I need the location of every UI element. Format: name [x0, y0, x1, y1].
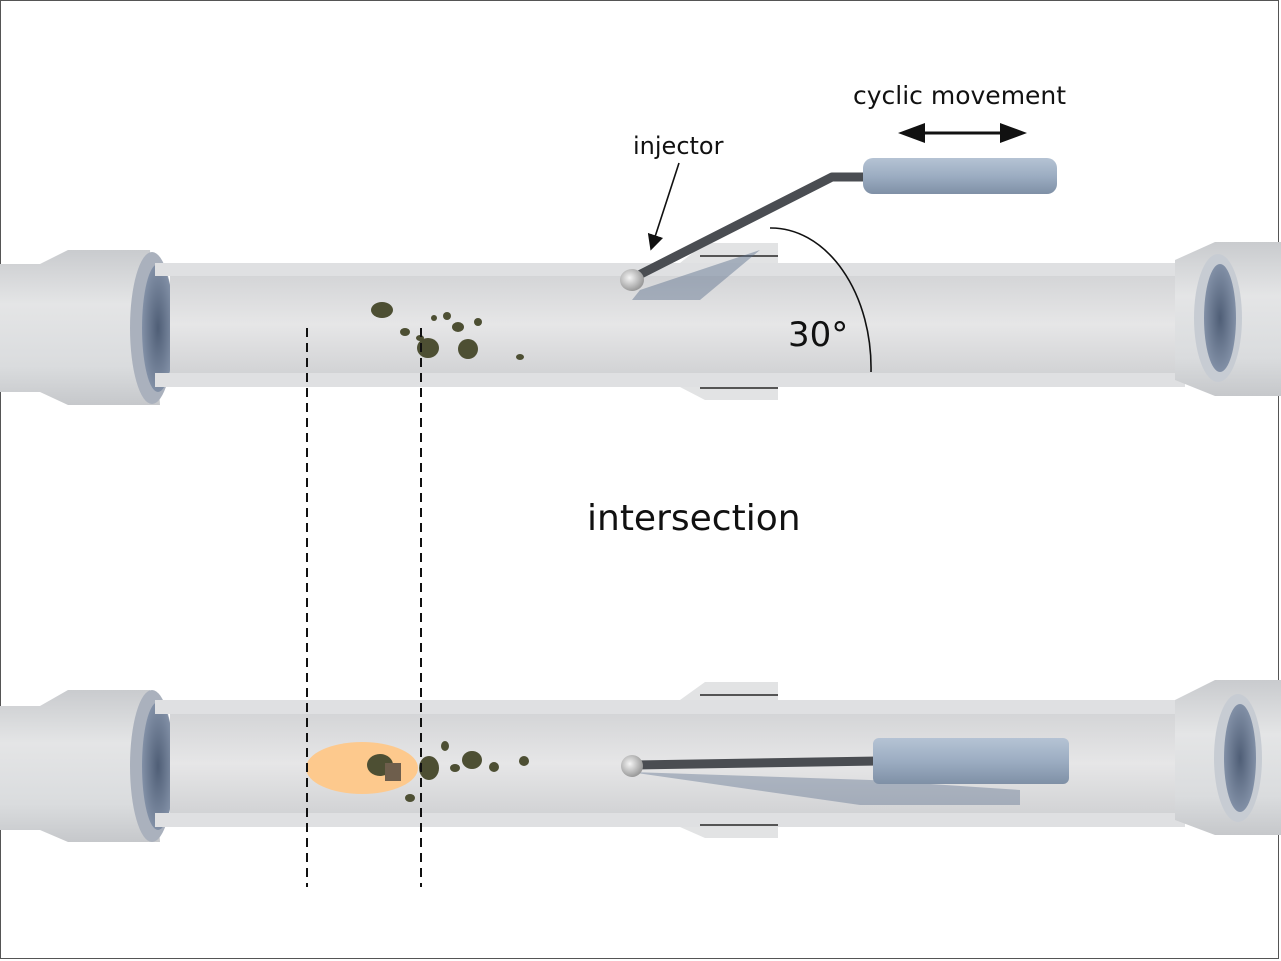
cyclic-movement-arrow — [898, 123, 1027, 143]
top-pipe-interior — [170, 276, 1185, 373]
injector-label: injector — [633, 132, 724, 160]
deposits-bottom — [367, 741, 529, 802]
injector-tip-bottom — [621, 755, 643, 777]
top-collar-upper — [680, 243, 778, 263]
deposits-top — [371, 302, 524, 360]
top-pipe-lower-wall — [155, 373, 1185, 387]
right-socket-hole-bottom — [1224, 704, 1256, 812]
intersection-label: intersection — [587, 498, 801, 539]
angle-arc — [769, 227, 872, 373]
injector-pointer-arrow — [647, 162, 680, 251]
bottom-collar-lower — [680, 827, 778, 838]
left-socket-top — [0, 250, 160, 405]
bottom-pipe-upper-wall — [155, 700, 1185, 714]
injector-handle-top — [863, 158, 1057, 194]
injector-top — [620, 158, 1057, 300]
annotations: cyclic movement injector 30° intersectio… — [306, 81, 1066, 887]
left-socket-bottom — [0, 690, 160, 842]
angle-label: 30° — [788, 315, 848, 355]
injector-handle-bottom — [873, 738, 1069, 784]
bottom-pipe-lower-wall — [155, 813, 1185, 827]
top-collar-lower — [680, 387, 778, 400]
bottom-pipe — [0, 680, 1281, 842]
top-pipe — [0, 158, 1281, 405]
dissolution-zone — [306, 742, 418, 794]
right-socket-hole-top — [1204, 264, 1236, 372]
injector-bottom — [621, 738, 1069, 805]
cyclic-movement-label: cyclic movement — [853, 81, 1066, 110]
injector-tip-top — [620, 269, 644, 291]
bottom-collar-upper — [680, 682, 778, 700]
top-pipe-upper-wall — [155, 263, 1185, 276]
left-socket-hole-bottom — [142, 702, 174, 830]
left-socket-hole-top — [142, 264, 174, 392]
